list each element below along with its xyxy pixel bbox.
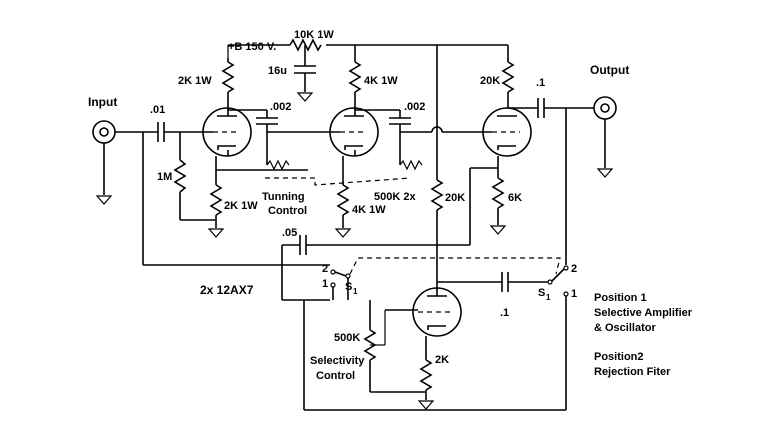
tube-4 xyxy=(412,287,462,337)
plate-resistor-4k xyxy=(348,61,362,93)
r-plate2-label: 4K 1W xyxy=(364,75,398,87)
cap-filter-label: 16u xyxy=(268,65,287,77)
supply-label: +B 150 V. xyxy=(228,41,276,53)
pos1-label: Position 1 xyxy=(594,292,647,304)
r-mid-label: 20K xyxy=(445,192,465,204)
cap-c2-label: .002 xyxy=(404,101,425,113)
selectivity-label: Selectivity xyxy=(310,355,365,367)
pot-sel-label: 500K xyxy=(334,332,360,344)
mid-resistor-20k xyxy=(430,179,444,211)
grid-resistor-1m xyxy=(173,159,187,193)
pos1-desc-1: Selective Amplifier xyxy=(594,307,693,319)
tubes-label: 2x 12AX7 xyxy=(200,283,254,297)
r-plate3-label: 20K xyxy=(480,75,500,87)
tuning-label-2: Control xyxy=(268,205,307,217)
tube-1 xyxy=(202,107,252,157)
switch-s1-right xyxy=(547,265,569,410)
cathode-resistor-2k xyxy=(209,184,223,216)
input-label: Input xyxy=(88,95,117,109)
cap-out-label: .1 xyxy=(536,77,545,89)
tube-3 xyxy=(482,107,532,157)
switch2-sub-label: 1 xyxy=(546,293,551,302)
pos1-desc-2: & Oscillator xyxy=(594,322,656,334)
r-grid1-label: 1M xyxy=(157,171,172,183)
cap-sel-label: .1 xyxy=(500,307,509,319)
input-coupling-capacitor xyxy=(157,122,165,142)
r-cath3-label: 6K xyxy=(508,192,522,204)
cap-in-label: .01 xyxy=(150,104,165,116)
r-cath2-label: 4K 1W xyxy=(352,204,386,216)
cap-fb-label: .05 xyxy=(282,227,297,239)
r-supply-label: 10K 1W xyxy=(294,29,334,41)
sw-b1-label: 1 xyxy=(571,288,577,300)
selectivity-label-2: Control xyxy=(316,370,355,382)
tube-2 xyxy=(329,107,379,157)
sw-b2-label: 2 xyxy=(571,263,577,275)
plate-resistor-2k xyxy=(221,61,235,93)
output-jack xyxy=(593,96,617,178)
plate-resistor-20k xyxy=(501,61,515,93)
switch2-label: S xyxy=(538,287,545,299)
r-plate1-label: 2K 1W xyxy=(178,75,212,87)
input-jack xyxy=(92,120,116,205)
pos2-label: Position2 xyxy=(594,351,644,363)
sw-a1-label: 1 xyxy=(322,278,328,290)
cathode-resistor-4k xyxy=(336,184,350,216)
switch1-sub-label: 1 xyxy=(353,287,358,296)
pos2-desc: Rejection Fiter xyxy=(594,366,671,378)
sw-a2-label: 2 xyxy=(322,263,328,275)
r-cath1-label: 2K 1W xyxy=(224,200,258,212)
tuning-label: Tunning xyxy=(262,191,305,203)
cathode-resistor-2k-b xyxy=(419,359,433,391)
switch-s1-left xyxy=(282,264,351,300)
r-cath4-label: 2K xyxy=(435,354,449,366)
cap-c1-label: .002 xyxy=(270,101,291,113)
output-label: Output xyxy=(590,63,629,77)
cathode-resistor-6k xyxy=(491,177,505,209)
pot-dual-label: 500K 2x xyxy=(374,191,416,203)
